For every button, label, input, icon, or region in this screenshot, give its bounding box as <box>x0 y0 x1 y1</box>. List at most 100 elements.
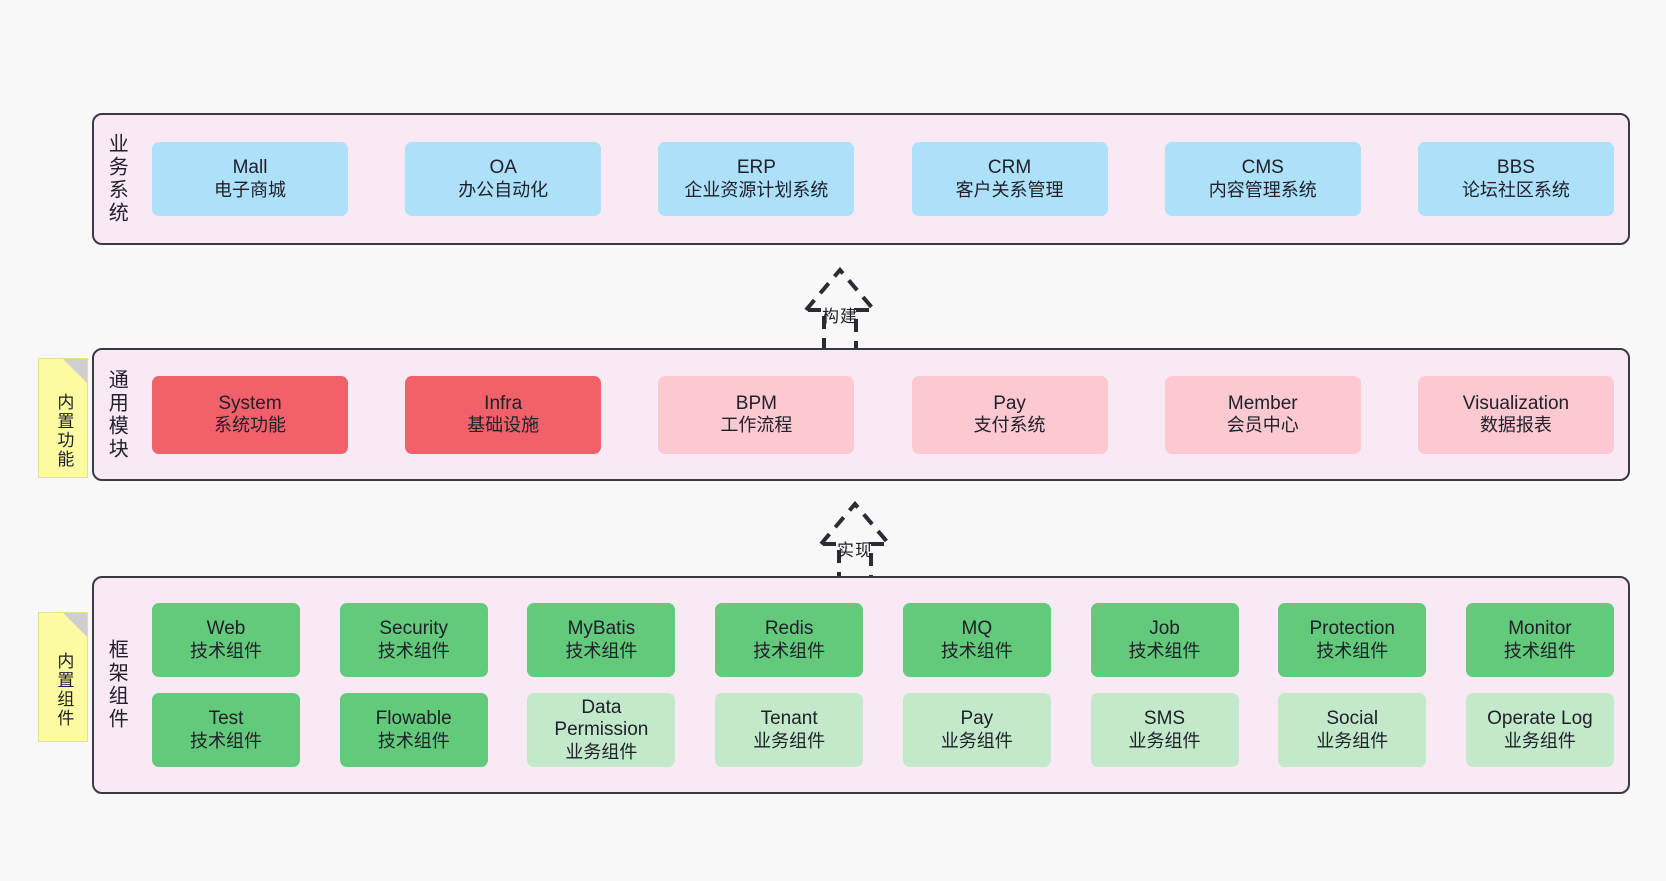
module-box-mall[interactable]: Mall 电子商城 <box>152 142 348 216</box>
module-label-en: BPM <box>735 392 777 414</box>
module-box-infra[interactable]: Infra 基础设施 <box>405 375 602 454</box>
component-label-cn: 技术组件 <box>377 640 450 661</box>
module-box-bbs[interactable]: BBS 论坛社区系统 <box>1417 142 1614 216</box>
module-label-cn: 办公自动化 <box>458 179 549 200</box>
component-label-cn: 技术组件 <box>1503 640 1576 661</box>
layer-framework-components-body: Web 技术组件 Security 技术组件 MyBatis 技术组件 Redi… <box>138 578 1628 792</box>
layer-framework-components: 框架组件 Web 技术组件 Security 技术组件 MyBatis 技术组件… <box>92 576 1630 794</box>
component-box-redis[interactable]: Redis 技术组件 <box>715 603 864 677</box>
component-label-cn: 技术组件 <box>1316 640 1389 661</box>
module-label-en: BBS <box>1496 157 1535 179</box>
module-label-en: Visualization <box>1462 392 1570 414</box>
module-label-en: CMS <box>1241 157 1284 179</box>
module-label-cn: 企业资源计划系统 <box>684 179 829 200</box>
component-label-cn: 业务组件 <box>1503 730 1576 751</box>
component-label-en: Security <box>379 618 449 640</box>
component-box-social[interactable]: Social 业务组件 <box>1278 693 1427 767</box>
arrow-build: 构建 <box>760 258 920 354</box>
module-label-cn: 会员中心 <box>1226 415 1299 436</box>
component-label-cn: 技术组件 <box>565 640 638 661</box>
layer-business-systems: 业务系统 Mall 电子商城 OA 办公自动化 ERP 企业资源计划系统 CRM… <box>92 113 1630 245</box>
module-label-en: CRM <box>987 157 1032 179</box>
component-label-en: Social <box>1326 708 1379 730</box>
component-box-test[interactable]: Test 技术组件 <box>152 693 300 767</box>
note-builtin-function-text: 内置功能 <box>54 393 74 469</box>
module-label-cn: 论坛社区系统 <box>1461 179 1570 200</box>
layer-framework-components-title: 框架组件 <box>105 639 128 731</box>
note-builtin-component: 内置组件 <box>38 612 88 742</box>
component-label-en: Pay <box>960 708 994 730</box>
component-label-en: Monitor <box>1508 618 1572 640</box>
component-label-en: Protection <box>1309 618 1395 640</box>
biz-components-row: Test 技术组件 Flowable 技术组件 Data Permission … <box>152 693 1614 767</box>
component-box-job[interactable]: Job 技术组件 <box>1090 603 1239 677</box>
arrow-build-shape <box>801 266 879 354</box>
module-label-en: OA <box>489 157 517 179</box>
note-fold-corner-icon <box>63 613 87 637</box>
module-label-cn: 客户关系管理 <box>955 179 1064 200</box>
module-label-cn: 工作流程 <box>720 415 793 436</box>
component-label-en: Web <box>206 618 246 640</box>
tech-components-row: Web 技术组件 Security 技术组件 MyBatis 技术组件 Redi… <box>152 603 1614 677</box>
layer-common-modules-title: 通用模块 <box>105 368 128 461</box>
module-box-visualization[interactable]: Visualization 数据报表 <box>1417 375 1614 454</box>
module-label-cn: 内容管理系统 <box>1208 179 1317 200</box>
component-label-cn: 业务组件 <box>753 730 826 751</box>
component-box-mybatis[interactable]: MyBatis 技术组件 <box>527 603 676 677</box>
module-label-cn: 基础设施 <box>467 415 540 436</box>
component-box-protection[interactable]: Protection 技术组件 <box>1278 603 1427 677</box>
common-modules-row: System 系统功能 Infra 基础设施 BPM 工作流程 Pay 支付系统… <box>152 375 1614 454</box>
module-box-erp[interactable]: ERP 企业资源计划系统 <box>658 142 855 216</box>
component-label-cn: 业务组件 <box>1316 730 1389 751</box>
module-box-cms[interactable]: CMS 内容管理系统 <box>1164 142 1361 216</box>
component-label-en: Operate Log <box>1487 708 1593 730</box>
arrow-implement-shape <box>816 500 894 588</box>
module-label-cn: 支付系统 <box>973 415 1046 436</box>
component-label-cn: 技术组件 <box>190 640 262 661</box>
module-box-member[interactable]: Member 会员中心 <box>1164 375 1361 454</box>
component-box-mq[interactable]: MQ 技术组件 <box>902 603 1051 677</box>
component-label-cn: 技术组件 <box>940 640 1013 661</box>
module-box-pay[interactable]: Pay 支付系统 <box>911 375 1108 454</box>
component-box-data-permission[interactable]: Data Permission 业务组件 <box>527 693 676 767</box>
module-box-bpm[interactable]: BPM 工作流程 <box>658 375 855 454</box>
layer-business-systems-body: Mall 电子商城 OA 办公自动化 ERP 企业资源计划系统 CRM 客户关系… <box>138 115 1628 243</box>
component-box-operate-log[interactable]: Operate Log 业务组件 <box>1465 693 1614 767</box>
component-label-en: Redis <box>764 618 814 640</box>
component-label-en: MQ <box>961 618 993 640</box>
component-box-monitor[interactable]: Monitor 技术组件 <box>1465 603 1614 677</box>
module-box-system[interactable]: System 系统功能 <box>152 375 348 454</box>
layer-business-systems-title: 业务系统 <box>105 133 128 225</box>
module-label-en: System <box>218 392 282 414</box>
component-label-en: MyBatis <box>567 618 636 640</box>
component-label-cn: 业务组件 <box>940 730 1013 751</box>
module-label-en: ERP <box>736 157 776 179</box>
module-label-en: Infra <box>484 392 523 414</box>
module-label-en: Member <box>1227 392 1298 414</box>
component-box-security[interactable]: Security 技术组件 <box>339 603 488 677</box>
layer-common-modules-body: System 系统功能 Infra 基础设施 BPM 工作流程 Pay 支付系统… <box>138 350 1628 479</box>
component-label-cn: 业务组件 <box>1128 730 1201 751</box>
component-label-cn: 技术组件 <box>377 730 450 751</box>
business-systems-row: Mall 电子商城 OA 办公自动化 ERP 企业资源计划系统 CRM 客户关系… <box>152 142 1614 216</box>
component-label-en: Data Permission <box>554 696 649 741</box>
component-box-pay[interactable]: Pay 业务组件 <box>902 693 1051 767</box>
component-label-en: SMS <box>1143 708 1186 730</box>
component-label-cn: 技术组件 <box>1128 640 1201 661</box>
module-label-cn: 数据报表 <box>1479 415 1552 436</box>
component-box-web[interactable]: Web 技术组件 <box>152 603 300 677</box>
module-label-cn: 系统功能 <box>214 415 286 436</box>
module-label-cn: 电子商城 <box>214 179 286 200</box>
component-label-cn: 技术组件 <box>753 640 826 661</box>
component-box-flowable[interactable]: Flowable 技术组件 <box>339 693 488 767</box>
component-label-cn: 技术组件 <box>190 730 262 751</box>
module-box-oa[interactable]: OA 办公自动化 <box>405 142 602 216</box>
component-label-en: Flowable <box>375 708 452 730</box>
module-label-en: Pay <box>993 392 1026 414</box>
component-box-tenant[interactable]: Tenant 业务组件 <box>715 693 864 767</box>
note-builtin-component-text: 内置组件 <box>54 652 74 728</box>
module-box-crm[interactable]: CRM 客户关系管理 <box>911 142 1108 216</box>
note-fold-corner-icon <box>63 359 87 383</box>
component-box-sms[interactable]: SMS 业务组件 <box>1090 693 1239 767</box>
